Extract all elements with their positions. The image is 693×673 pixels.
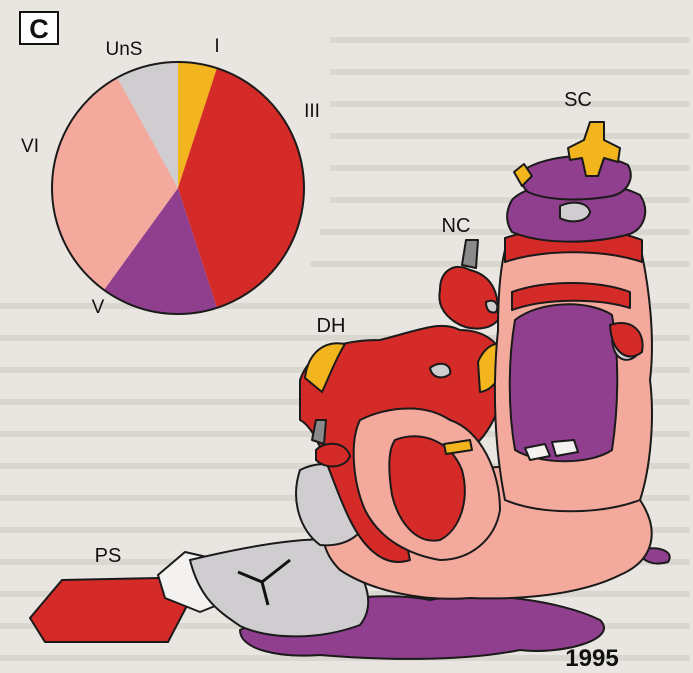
pie-chart (52, 62, 304, 314)
label-nc: NC (442, 215, 471, 237)
label-ps: PS (95, 545, 122, 567)
sc-purple-top (521, 156, 630, 200)
dh-red-nub (316, 444, 350, 467)
pie-label-v: V (92, 297, 105, 318)
dh-gray-fleck-1 (430, 364, 450, 378)
sc-purple-column (510, 304, 618, 461)
panel-label-text: C (29, 14, 49, 44)
pie-label-iii: III (304, 101, 320, 122)
pie-label-vi: VI (21, 136, 39, 157)
nc-stem (462, 240, 478, 268)
sc-gray-disk (560, 203, 590, 222)
panel-label: C (20, 12, 58, 44)
pie-label-i: I (214, 36, 219, 57)
pie-label-uns: UnS (106, 39, 143, 60)
label-dh: DH (317, 315, 346, 337)
label-sc: SC (564, 89, 592, 111)
year-label: 1995 (565, 645, 618, 672)
dh-gray-fleck-2 (486, 301, 497, 313)
nc-red (439, 267, 498, 329)
